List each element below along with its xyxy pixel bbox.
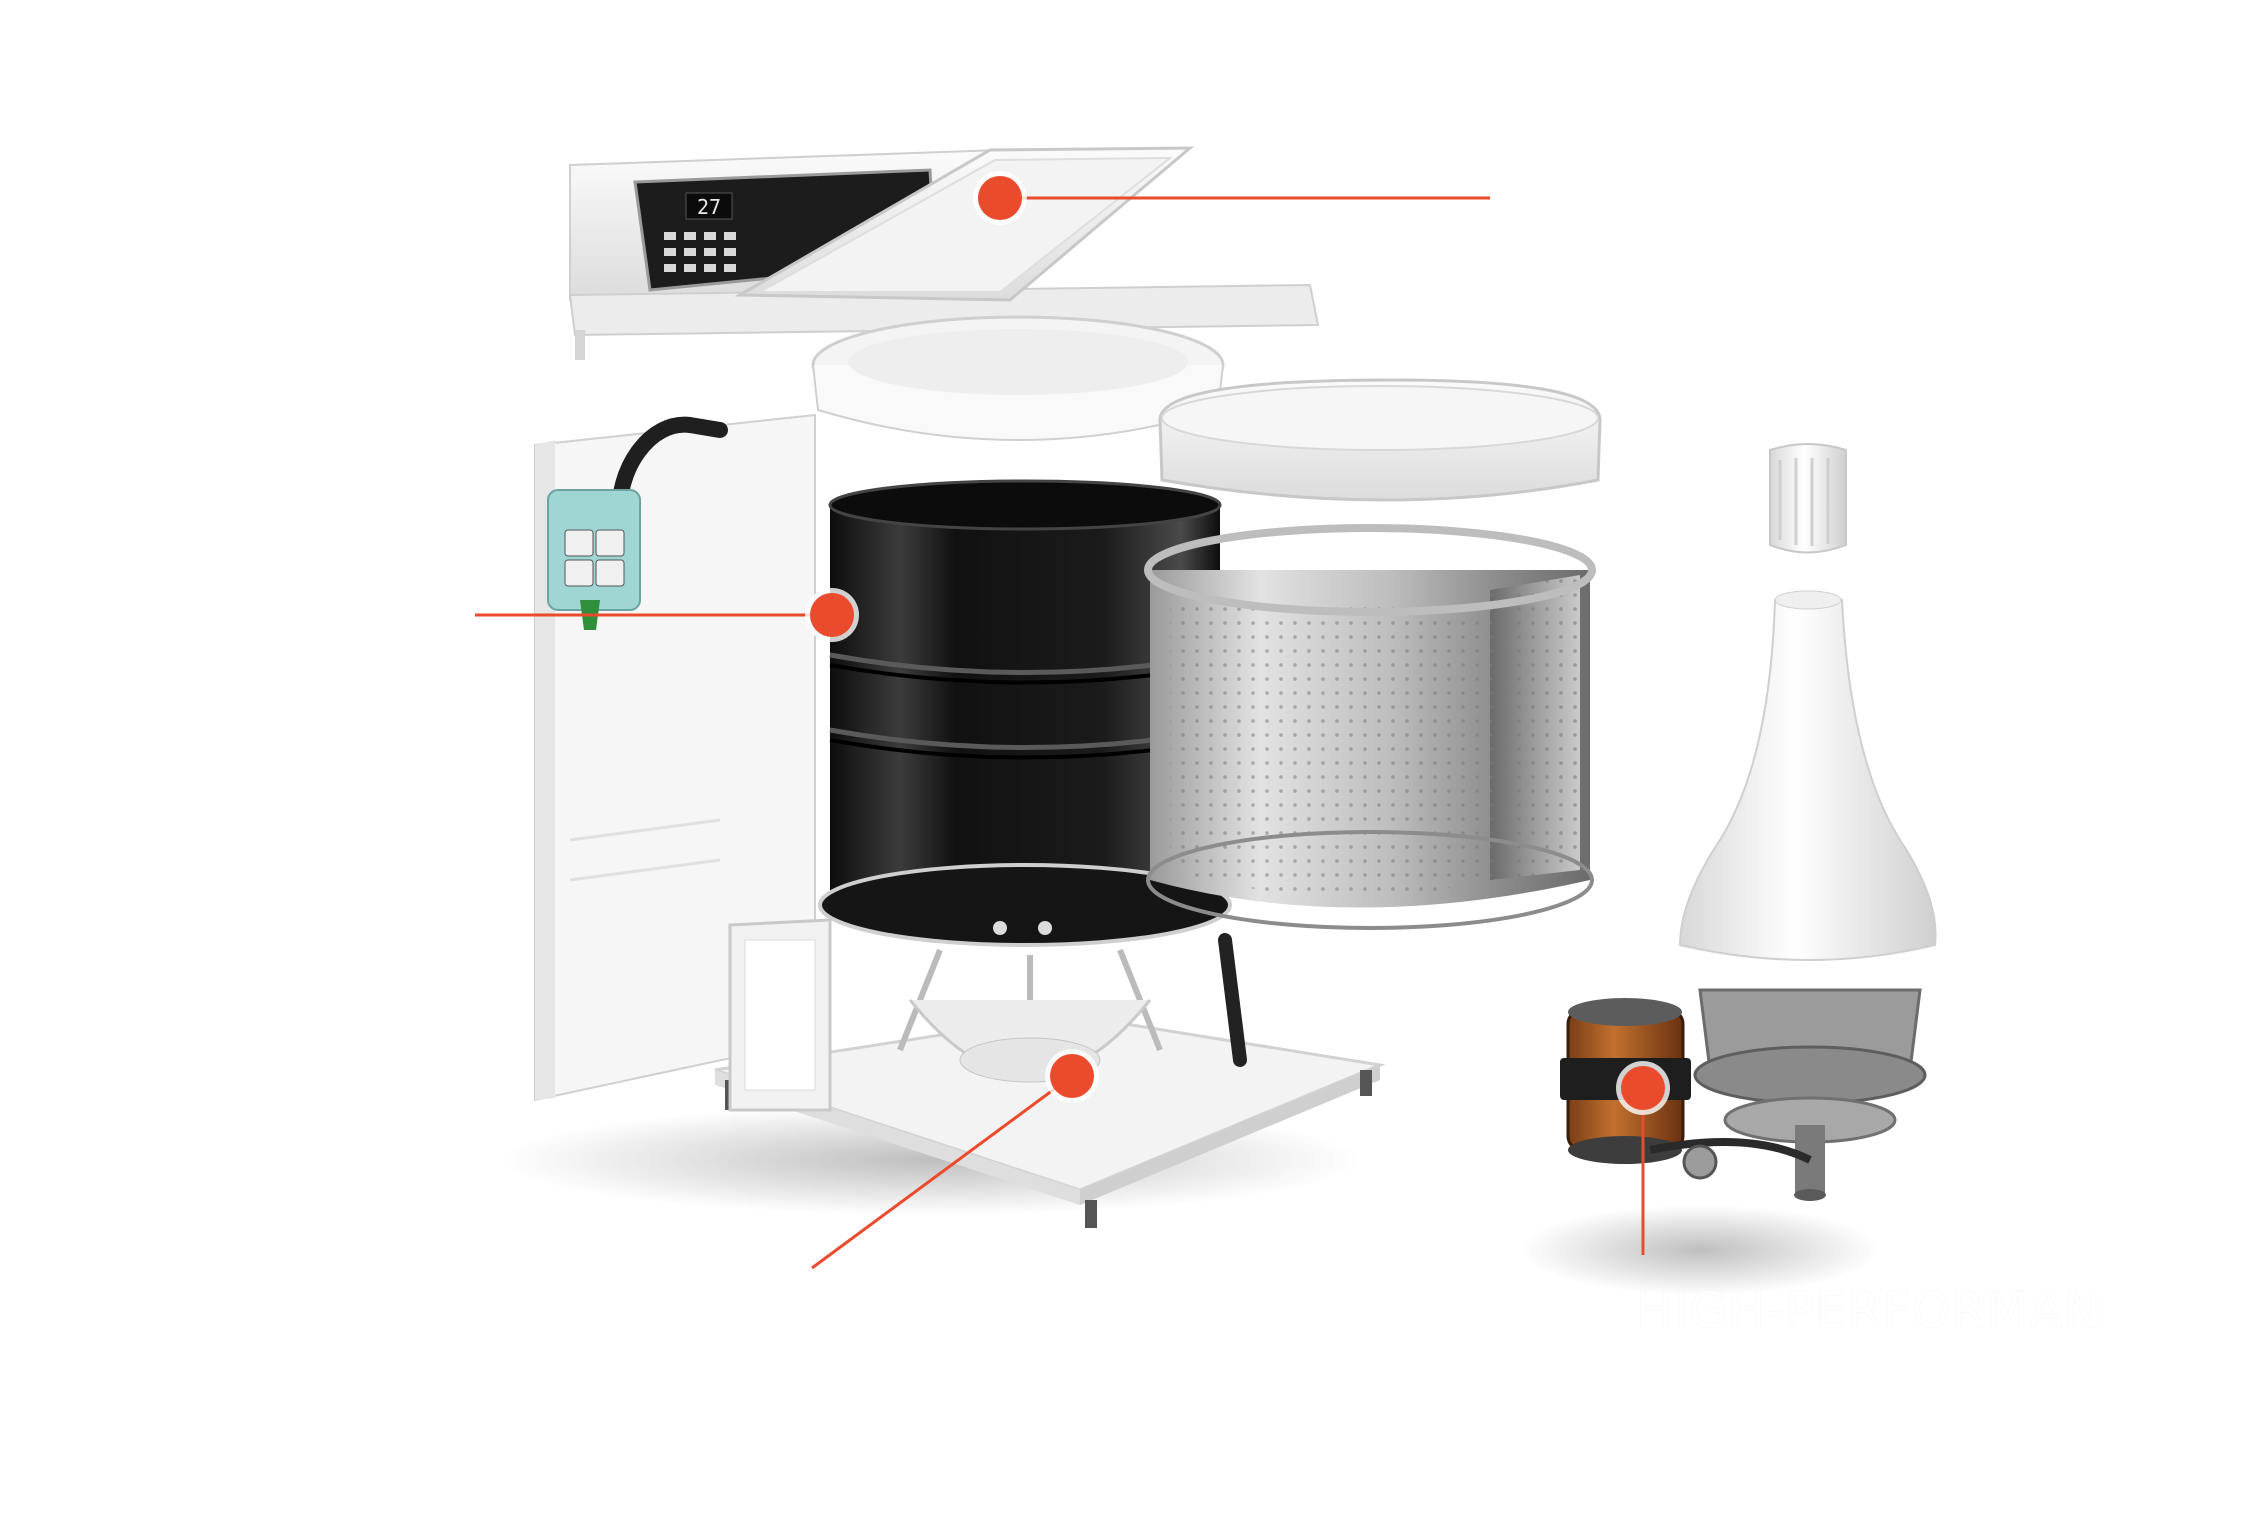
transmission <box>1693 988 1927 1201</box>
tub-ring <box>811 315 1225 441</box>
outer-tub-hotspot[interactable] <box>805 588 859 642</box>
water-inlet-valve <box>547 416 728 630</box>
callout-lines <box>475 196 1645 1270</box>
control-display <box>685 192 733 220</box>
control-buttons <box>664 232 736 272</box>
lid-hotspot[interactable] <box>973 171 1027 225</box>
motor-hotspot[interactable] <box>1616 1061 1670 1115</box>
control-display-value: 27 <box>697 195 721 219</box>
inner-drum <box>1144 524 1596 930</box>
agitator <box>1678 443 1937 961</box>
motor-callout-label: HIGH-PERFORMAN <box>1636 1282 2102 1339</box>
suspension-callout-line <box>811 1074 1073 1270</box>
tub-cover <box>1158 378 1602 502</box>
outer-tub <box>818 479 1232 947</box>
motor-shadow <box>1520 1205 1880 1295</box>
suspension-hotspot[interactable] <box>1045 1049 1099 1103</box>
washer-lid <box>734 146 1195 302</box>
control-board-box <box>728 918 832 1112</box>
